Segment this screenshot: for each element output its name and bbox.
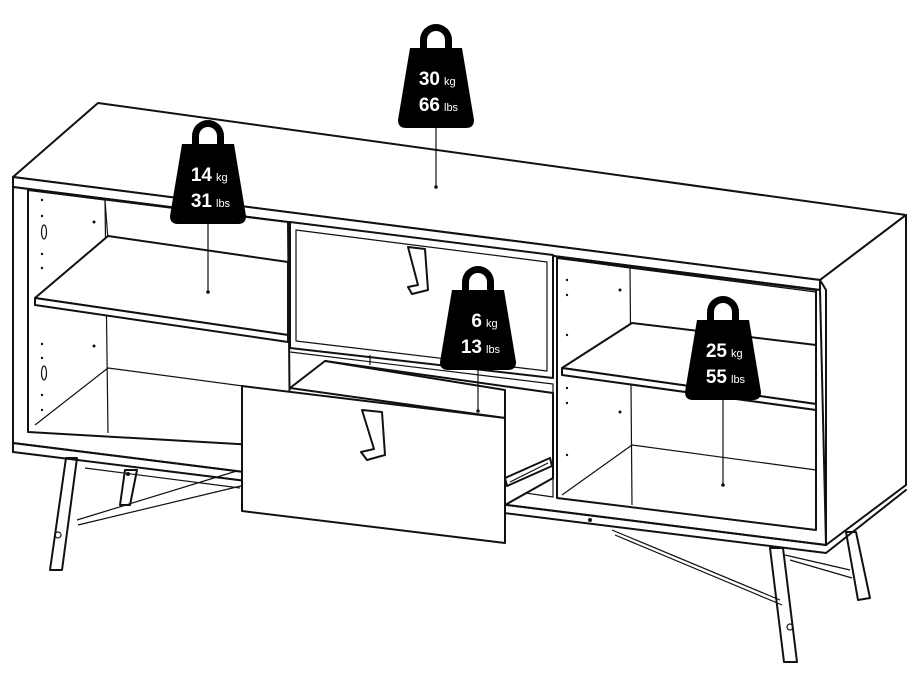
weight-icon: 14 kg 31 lbs: [170, 120, 246, 224]
weight-lbs-unit: lbs: [731, 374, 746, 386]
weight-lbs-value: 66: [419, 95, 440, 116]
leg-back-right: [845, 531, 871, 601]
weights-layer: 30 kg 66 lbs 14 kg 31 lbs 6 kg 13 lbs 25…: [170, 24, 761, 400]
drawer-handle: [360, 409, 386, 461]
weight-lbs-value: 55: [706, 367, 728, 388]
weight-kg-unit: kg: [216, 172, 228, 184]
weight-kg-unit: kg: [486, 318, 498, 330]
weight-kg-unit: kg: [444, 76, 456, 88]
upper-drawer-handle: [407, 246, 429, 295]
weight-kg-value: 14: [191, 165, 213, 186]
indicator-lines: [206, 128, 725, 487]
brace: [76, 469, 241, 521]
weight-icon: 6 kg 13 lbs: [440, 266, 516, 370]
weight-lbs-unit: lbs: [216, 198, 231, 210]
weight-kg-value: 30: [419, 69, 440, 90]
weight-kg-value: 25: [706, 341, 728, 362]
weight-kg-unit: kg: [731, 348, 743, 360]
weight-kg-value: 6: [471, 311, 482, 332]
weight-lbs-unit: lbs: [486, 344, 501, 356]
weight-lbs-unit: lbs: [444, 102, 459, 114]
weight-lbs-value: 31: [191, 191, 213, 212]
leg-front-left: [49, 457, 78, 571]
weight-icon: 30 kg 66 lbs: [398, 24, 474, 128]
leg-front-right: [769, 547, 798, 663]
right-side: [819, 214, 907, 546]
leg-back-left: [119, 469, 138, 506]
open-drawer: [241, 360, 554, 544]
weight-icon: 25 kg 55 lbs: [685, 296, 761, 400]
weight-lbs-value: 13: [461, 337, 482, 358]
drawer-front: [241, 385, 506, 544]
left-compartment: [27, 189, 291, 448]
